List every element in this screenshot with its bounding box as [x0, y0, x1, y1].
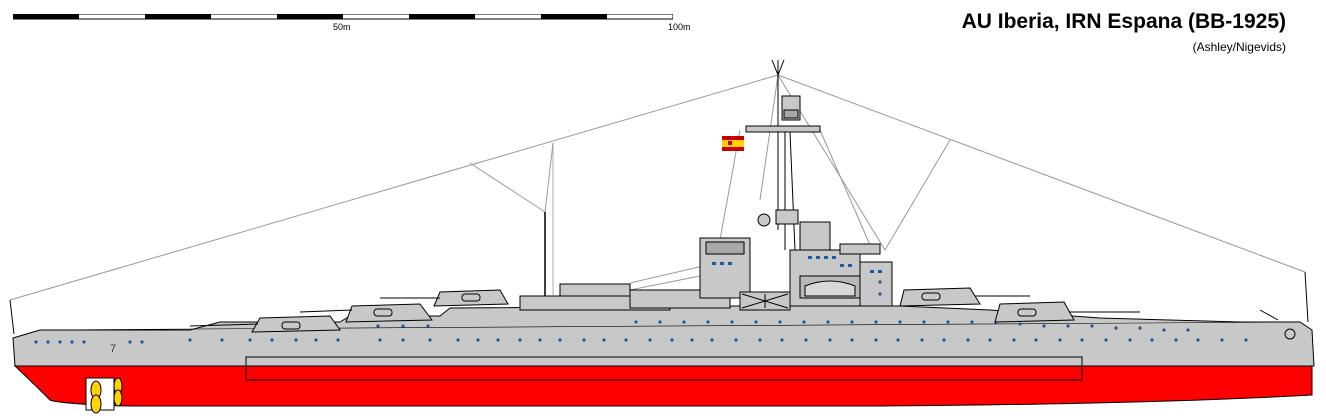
- portholes-lower: [34, 338, 1248, 344]
- scale-label-100m: 100m: [668, 22, 691, 32]
- turret-aft-upper: [299, 303, 433, 323]
- turret-aft-lower: [189, 315, 341, 333]
- spanish-flag: [722, 136, 744, 151]
- turret-forward-upper: [899, 287, 1030, 307]
- turret-forward-lower: [994, 301, 1140, 323]
- portholes-upper: [376, 320, 1190, 332]
- page-title: AU Iberia, IRN Espana (BB-1925): [961, 10, 1286, 33]
- superstructure-windows: [712, 256, 882, 296]
- superstructure-midship: [519, 237, 791, 311]
- turret-aft-secondary: [380, 289, 509, 307]
- main-mast: [745, 59, 821, 251]
- scale-label-50m: 50m: [333, 22, 351, 32]
- aft-mast: [544, 143, 554, 296]
- rigging-lines: [9, 74, 1306, 301]
- credit-text: (Ashley/Nigevids): [1192, 40, 1286, 54]
- propellers: [85, 377, 123, 414]
- hull-antifouling: [13, 365, 1313, 407]
- stern-staff: [9, 299, 15, 335]
- bow-anchor: [1284, 328, 1296, 340]
- superstructure-forward: [789, 221, 893, 307]
- armor-belt: [245, 356, 1083, 381]
- scale-bar: [13, 14, 673, 20]
- svg-text:7: 7: [110, 343, 116, 355]
- bow-staff: [1304, 271, 1309, 323]
